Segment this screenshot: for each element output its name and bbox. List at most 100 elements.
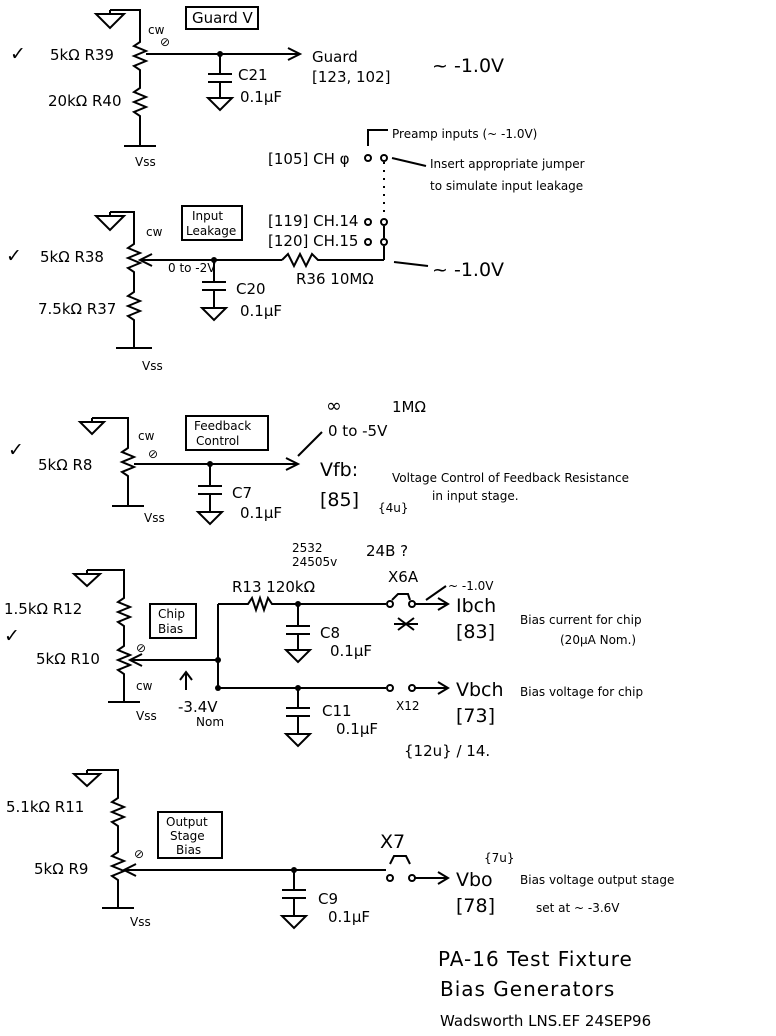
box-line-1: Feedback (194, 419, 251, 433)
box-line-3: Bias (176, 843, 201, 857)
c7-label: C7 (232, 484, 252, 502)
x12-terminal-a (386, 684, 394, 692)
c11-value: 0.1μF (336, 720, 378, 738)
box-line-1: Input (192, 209, 223, 223)
guard-section: ✓ cw 5kΩ R39 ⊘ 20kΩ R40 Vss C21 0.1μF Gu… (10, 6, 504, 169)
cw-label: cw (146, 225, 163, 239)
ground-symbol (93, 211, 135, 236)
check-mark-leakage: ✓ (6, 245, 22, 267)
x6-terminal-b (408, 600, 416, 608)
vss-label: Vss (144, 511, 165, 525)
guard-pins: [123, 102] (312, 68, 391, 86)
jumper-note-1: Insert appropriate jumper (430, 157, 585, 171)
voltage-arrow (393, 261, 429, 267)
vfb-label: Vfb: (320, 459, 358, 481)
ch0-terminal (364, 154, 372, 162)
preamp-bracket (367, 129, 388, 146)
r13-label: R13 120kΩ (232, 578, 315, 596)
resistor-r39 (131, 34, 149, 78)
guard-box (185, 6, 259, 30)
c20-label: C20 (236, 280, 266, 298)
guard-voltage: ~ -1.0V (432, 55, 504, 77)
ibch-nom: (20μA Nom.) (560, 633, 636, 647)
r12-label: 1.5kΩ R12 (4, 600, 82, 618)
node-dot (215, 685, 221, 691)
ch15-terminal (364, 238, 372, 246)
ch14-jumper (380, 218, 388, 226)
box-line-1: Output (166, 815, 208, 829)
ch14-label: [119] CH.14 (268, 212, 358, 230)
ch0-label: [105] CH φ (268, 150, 350, 168)
wiper-symbol: ⊘ (134, 847, 144, 861)
feedback-box (185, 415, 269, 451)
capacitor-c21 (205, 54, 235, 112)
ibch-arrow (415, 597, 450, 611)
preamp-label: Preamp inputs (~ -1.0V) (392, 127, 537, 141)
feedback-desc-1: Voltage Control of Feedback Resistance (392, 471, 629, 485)
c21-value: 0.1μF (240, 88, 282, 106)
c8-label: C8 (320, 624, 340, 642)
output-bias-section: 5.1kΩ R11 5kΩ R9 Vss ⊘ Output Stage Bias… (6, 769, 674, 930)
x7-terminal-b (408, 874, 416, 882)
x7-label: X7 (380, 831, 405, 853)
c8-value: 0.1μF (330, 642, 372, 660)
check-mark-chip: ✓ (4, 625, 20, 647)
resistor-r10 (115, 640, 133, 702)
x6-label: X6A (388, 568, 419, 586)
cw-label: cw (138, 429, 155, 443)
vbo-desc-1: Bias voltage output stage (520, 873, 674, 887)
r9-label: 5kΩ R9 (34, 860, 88, 878)
vbo-label: Vbo (456, 869, 493, 891)
note-question: 24B ? (366, 542, 408, 560)
vss-label: Vss (130, 915, 151, 929)
title-line-1: PA-16 Test Fixture (438, 947, 633, 971)
x6-crossout (394, 617, 418, 631)
c11-label: C11 (322, 702, 352, 720)
c20-value: 0.1μF (240, 302, 282, 320)
c9-label: C9 (318, 890, 338, 908)
resistor-r38 (125, 236, 143, 280)
capacitor-c9 (279, 870, 309, 930)
jumper-arrow (391, 157, 427, 167)
x6-terminal-a (386, 600, 394, 608)
box-line-2: Stage (170, 829, 205, 843)
resistor-r36 (281, 251, 384, 269)
wiper-symbol: ⊘ (148, 447, 158, 461)
vbch-pin: [73] (456, 705, 495, 727)
leakage-voltage: ~ -1.0V (432, 259, 504, 281)
node-dot (215, 657, 221, 663)
wiper-line (134, 457, 301, 471)
wiper-line (121, 863, 386, 877)
input-leakage-box (181, 205, 243, 241)
wiper-voltage-arrow (179, 670, 193, 690)
r10-label: 5kΩ R10 (36, 650, 100, 668)
range-label: 0 to -2V (168, 261, 216, 275)
wiper-symbol: ⊘ (136, 641, 146, 655)
title-line-2: Bias Generators (440, 977, 615, 1001)
vbo-arrow (415, 871, 450, 885)
x7-terminal-a (386, 874, 394, 882)
resistor-r13 (218, 594, 386, 614)
check-mark-feedback: ✓ (8, 439, 24, 461)
c21-label: C21 (238, 66, 268, 84)
jumper-terminal-top (380, 154, 388, 162)
x6-jumper (391, 593, 411, 601)
cw-label: cw (148, 23, 165, 37)
range-arrow (297, 431, 323, 457)
vbch-desc: Bias voltage for chip (520, 685, 643, 699)
wiper-line (127, 653, 218, 667)
ibch-label: Ibch (456, 595, 496, 617)
wiper-voltage: -3.4V (178, 698, 218, 716)
x7-jumper (389, 855, 411, 865)
note-top-2: 24505v (292, 555, 337, 569)
wiper-symbol: ⊘ (160, 35, 170, 49)
ground-symbol (71, 769, 119, 792)
guard-box-label: Guard V (192, 9, 254, 27)
resistor-r8 (119, 440, 137, 506)
x12-terminal-b (408, 684, 416, 692)
r37-label: 7.5kΩ R37 (38, 300, 116, 318)
ch14-terminal (364, 218, 372, 226)
infinity-label: ∞ (326, 395, 342, 417)
resistor-r37 (125, 280, 143, 348)
